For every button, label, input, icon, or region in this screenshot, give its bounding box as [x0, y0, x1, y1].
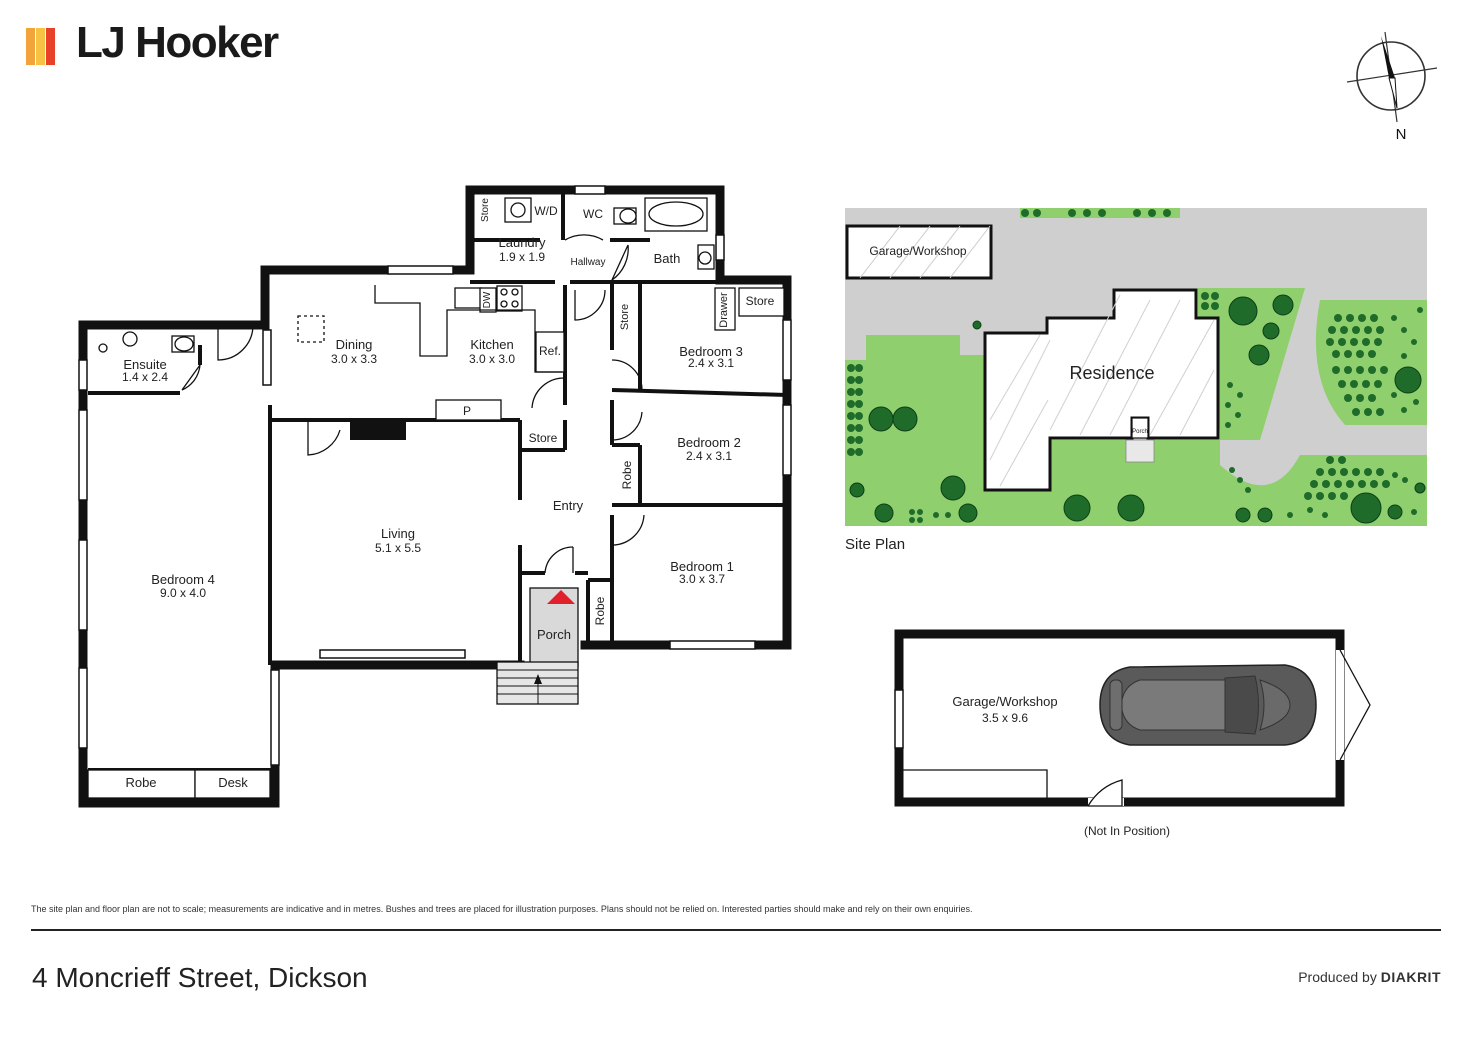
- label-bedroom3-dim: 2.4 x 3.1: [688, 356, 734, 370]
- lj-hooker-logo: LJ Hooker: [26, 18, 286, 80]
- label-bedroom4-name: Bedroom 4: [151, 572, 215, 587]
- label-bedroom1-name: Bedroom 1: [670, 559, 734, 574]
- label-living-name: Living: [381, 526, 415, 541]
- label-drawer: Drawer: [718, 292, 730, 328]
- disclaimer-text: The site plan and floor plan are not to …: [31, 904, 973, 914]
- label-robe-bed1: Robe: [593, 596, 607, 625]
- garage-note: (Not In Position): [1084, 824, 1170, 838]
- entrance-marker-icon: [547, 590, 575, 604]
- north-compass-icon: N: [1346, 31, 1438, 140]
- label-entry: Entry: [553, 498, 584, 513]
- site-plan: Garage/Workshop Porch Residence: [845, 208, 1427, 553]
- footer-divider: [31, 929, 1441, 931]
- label-store-entry: Store: [529, 431, 558, 445]
- label-wc: WC: [583, 207, 603, 221]
- label-dw: DW: [482, 291, 493, 308]
- site-residence-label: Residence: [1069, 363, 1154, 383]
- label-laundry-dim: 1.9 x 1.9: [499, 250, 545, 264]
- site-hedge-icons: [847, 209, 1423, 523]
- floor-plan-labels: Store W/D WC Laundry 1.9 x 1.9 Hallway B…: [122, 198, 775, 790]
- site-porch-label: Porch: [1132, 429, 1148, 435]
- produced-by: Produced by DIAKRIT: [1298, 969, 1441, 985]
- compass-north-label: N: [1396, 126, 1407, 140]
- label-desk: Desk: [218, 775, 248, 790]
- producer-name: DIAKRIT: [1380, 969, 1441, 985]
- label-kitchen-dim: 3.0 x 3.0: [469, 352, 515, 366]
- garage-name: Garage/Workshop: [952, 694, 1057, 709]
- label-hallway: Hallway: [570, 257, 605, 268]
- floor-plan: [78, 185, 792, 808]
- logo-bar-red: [46, 28, 55, 65]
- label-ensuite-dim: 1.4 x 2.4: [122, 370, 168, 384]
- label-wd: W/D: [534, 204, 558, 218]
- label-dining-dim: 3.0 x 3.3: [331, 352, 377, 366]
- label-bath: Bath: [654, 251, 681, 266]
- label-bedroom3-name: Bedroom 3: [679, 344, 743, 359]
- logo-bar-yellow: [36, 28, 45, 65]
- label-robe-bed2: Robe: [620, 460, 634, 489]
- label-ensuite-name: Ensuite: [123, 357, 166, 372]
- site-plan-label: Site Plan: [845, 536, 905, 553]
- logo-bar-orange: [26, 28, 35, 65]
- label-dining-name: Dining: [336, 337, 373, 352]
- label-porch: Porch: [537, 627, 571, 642]
- label-bedroom2-dim: 2.4 x 3.1: [686, 449, 732, 463]
- site-tree-icons: [849, 294, 1426, 524]
- label-kitchen-name: Kitchen: [470, 337, 513, 352]
- logo-wordmark: LJ Hooker: [76, 18, 279, 67]
- label-store-laundry: Store: [480, 198, 491, 222]
- site-garage-label: Garage/Workshop: [869, 244, 966, 258]
- label-store-bed3: Store: [746, 294, 775, 308]
- label-bedroom2-name: Bedroom 2: [677, 435, 741, 450]
- label-robe-bed4: Robe: [125, 775, 156, 790]
- car-icon: [1099, 664, 1317, 746]
- property-address: 4 Moncrieff Street, Dickson: [32, 962, 368, 993]
- garage-plan: Garage/Workshop 3.5 x 9.6 (Not In Positi…: [894, 629, 1371, 838]
- label-pantry: P: [463, 404, 471, 418]
- label-bedroom1-dim: 3.0 x 3.7: [679, 572, 725, 586]
- label-living-dim: 5.1 x 5.5: [375, 541, 421, 555]
- label-store-hall: Store: [619, 304, 631, 330]
- produced-by-label: Produced by: [1298, 969, 1377, 985]
- label-bedroom4-dim: 9.0 x 4.0: [160, 586, 206, 600]
- label-ref: Ref.: [539, 344, 561, 358]
- garage-dim: 3.5 x 9.6: [982, 711, 1028, 725]
- label-laundry-name: Laundry: [499, 235, 546, 250]
